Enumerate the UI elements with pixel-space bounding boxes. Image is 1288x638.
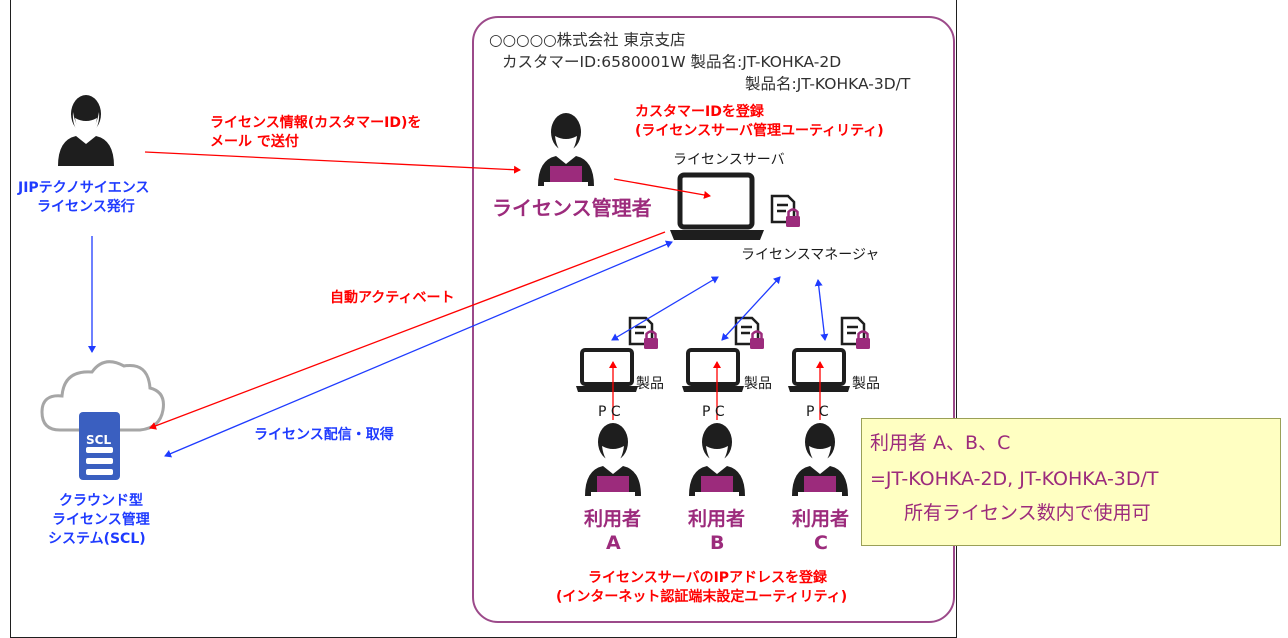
issuer-label-1: JIPテクノサイエンス bbox=[18, 180, 150, 196]
user-letter-a: A bbox=[606, 532, 621, 554]
send-label-2: メール で送付 bbox=[210, 134, 299, 150]
user-person-icon-c bbox=[792, 423, 848, 496]
manager-link-c bbox=[814, 279, 829, 341]
product-label-c: 製品 bbox=[852, 376, 880, 392]
laptop-icon-a bbox=[574, 348, 640, 394]
pc-label-c: P C bbox=[806, 404, 829, 420]
user-label-c: 利用者 bbox=[792, 508, 850, 530]
admin-person-icon bbox=[538, 113, 594, 186]
distribute-label: ライセンス配信・取得 bbox=[254, 427, 394, 443]
laptop-icon-c bbox=[786, 348, 852, 394]
pc-label-b: P C bbox=[702, 404, 725, 420]
cloud-label-1: クラウンド型 bbox=[59, 493, 143, 509]
register-label-2: (ライセンスサーバ管理ユーティリティ) bbox=[635, 123, 884, 139]
company-name: ○○○○○株式会社 東京支店 bbox=[489, 31, 686, 49]
user-person-icon-b bbox=[689, 423, 745, 496]
bottom-label-1: ライセンスサーバのIPアドレスを登録 bbox=[588, 570, 828, 586]
product-label-a: 製品 bbox=[636, 376, 664, 392]
note-line-3: 所有ライセンス数内で使用可 bbox=[904, 502, 1151, 524]
license-document-icon bbox=[770, 194, 802, 229]
server-icon bbox=[79, 412, 120, 480]
pc-label-a: P C bbox=[598, 404, 621, 420]
license-document-icon-a bbox=[628, 316, 660, 351]
auto-activate-arrow bbox=[149, 231, 666, 430]
manager-link-a bbox=[611, 276, 719, 341]
cloud-label-3: システム(SCL) bbox=[48, 531, 146, 547]
user-label-b: 利用者 bbox=[688, 508, 746, 530]
laptop-icon-b bbox=[680, 348, 746, 394]
user-letter-c: C bbox=[814, 532, 828, 554]
note-line-1: 利用者 A、B、C bbox=[870, 432, 1011, 454]
auto-activate-label: 自動アクティベート bbox=[330, 290, 455, 306]
server-label: ライセンスサーバ bbox=[673, 152, 785, 168]
license-document-icon-b bbox=[734, 316, 766, 351]
issuer-label-2: ライセンス発行 bbox=[37, 199, 135, 215]
user-label-a: 利用者 bbox=[584, 508, 642, 530]
scl-badge: SCL bbox=[86, 433, 112, 447]
send-label-1: ライセンス情報(カスタマーID)を bbox=[210, 115, 422, 131]
product-label-b: 製品 bbox=[744, 376, 772, 392]
customer-id-line: カスタマーID:6580001W 製品名:JT-KOHKA-2D bbox=[502, 53, 842, 71]
note-line-2: =JT-KOHKA-2D, JT-KOHKA-3D/T bbox=[870, 468, 1159, 490]
bottom-label-2: (インターネット認証端末設定ユーティリティ) bbox=[556, 589, 848, 605]
send-arrow bbox=[144, 151, 521, 174]
product-line-2: 製品名:JT-KOHKA-3D/T bbox=[745, 75, 911, 93]
server-laptop-icon bbox=[670, 172, 764, 240]
user-letter-b: B bbox=[710, 532, 725, 554]
cloud-icon bbox=[40, 360, 165, 432]
register-label-1: カスタマーIDを登録 bbox=[635, 104, 764, 120]
issuer-person-icon bbox=[58, 95, 114, 166]
license-document-icon-c bbox=[840, 316, 872, 351]
admin-to-server-arrow bbox=[613, 178, 711, 199]
user-person-icon-a bbox=[585, 423, 641, 496]
manager-link-b bbox=[721, 276, 781, 341]
admin-label: ライセンス管理者 bbox=[492, 196, 652, 220]
usage-note: 利用者 A、B、C =JT-KOHKA-2D, JT-KOHKA-3D/T 所有… bbox=[861, 418, 1281, 546]
manager-label: ライセンスマネージャ bbox=[741, 247, 880, 263]
distribute-arrow bbox=[164, 240, 673, 458]
cloud-label-2: ライセンス管理 bbox=[52, 512, 150, 528]
